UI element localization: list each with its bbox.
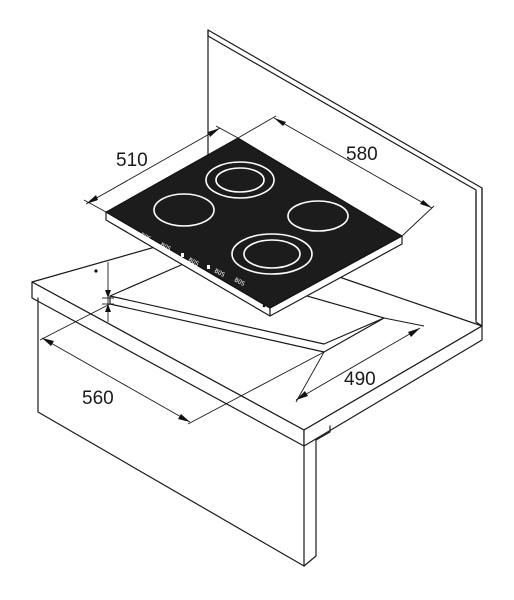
control-label: BOS xyxy=(213,268,226,279)
hob-depth-label: 510 xyxy=(116,150,148,171)
control-label: BOS xyxy=(187,257,200,268)
control-panel: BOS BOS BOS BOS BOS xyxy=(139,232,246,288)
control-label: BOS xyxy=(159,242,172,253)
hob-width-label: 580 xyxy=(346,144,378,165)
cooking-zone-front-left xyxy=(153,193,215,227)
control-label: BOS xyxy=(139,232,152,243)
cutout-depth-label: 490 xyxy=(344,369,376,390)
clearance-indicator xyxy=(94,262,114,322)
cooking-zone-front-right xyxy=(231,233,313,275)
dimension-hob-depth xyxy=(83,125,239,213)
dimension-cutout-depth xyxy=(295,317,425,403)
cooking-zone-rear-left xyxy=(205,161,275,199)
control-label: BOS xyxy=(233,277,246,288)
cutout-width-label: 560 xyxy=(82,388,114,409)
dimension-cutout-width xyxy=(39,303,325,425)
dimension-hob-width xyxy=(237,115,435,237)
cabinet xyxy=(37,297,331,567)
cooking-zone-rear-right xyxy=(287,200,349,232)
